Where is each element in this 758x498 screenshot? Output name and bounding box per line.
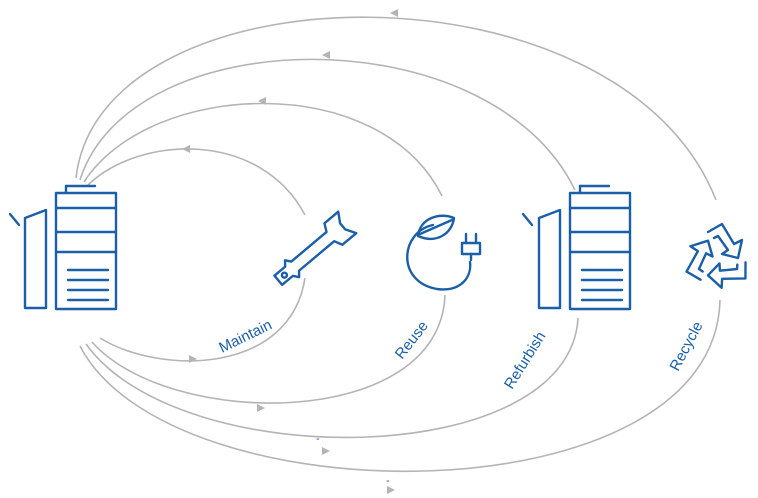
arrow-refurbish-lower (322, 447, 330, 455)
loop-reuse-upper (83, 102, 443, 197)
dash-mark: - (386, 475, 390, 487)
dash-mark: - (316, 433, 320, 445)
label-recycle: Recycle (667, 319, 707, 374)
label-refurbish: Refurbish (501, 329, 549, 392)
printer-icon (8, 184, 118, 311)
loop-maintain-lower (99, 277, 306, 362)
label-reuse: Reuse (392, 318, 432, 363)
arrow-refurbish-upper (322, 51, 330, 59)
printer-icon-refurbished (521, 184, 632, 311)
arrow-reuse-upper (258, 97, 266, 105)
upper-loops (75, 9, 717, 216)
wrench-icon (273, 210, 358, 287)
loop-recycle-lower (79, 299, 721, 472)
loop-reuse-lower (91, 294, 446, 404)
leaf-plug-icon (406, 214, 482, 291)
arrow-recycle-upper (390, 9, 398, 17)
loop-refurbish-lower (85, 317, 579, 439)
loop-recycle-upper (75, 16, 717, 201)
arrow-maintain-lower (189, 355, 197, 363)
loop-maintain-upper (87, 148, 306, 216)
arrow-recycle-lower (387, 486, 395, 494)
arrow-maintain-upper (182, 145, 190, 153)
arrow-reuse-lower (257, 404, 265, 412)
loop-refurbish-upper (79, 58, 576, 191)
recycle-icon (685, 222, 747, 289)
lower-loops (79, 277, 721, 494)
